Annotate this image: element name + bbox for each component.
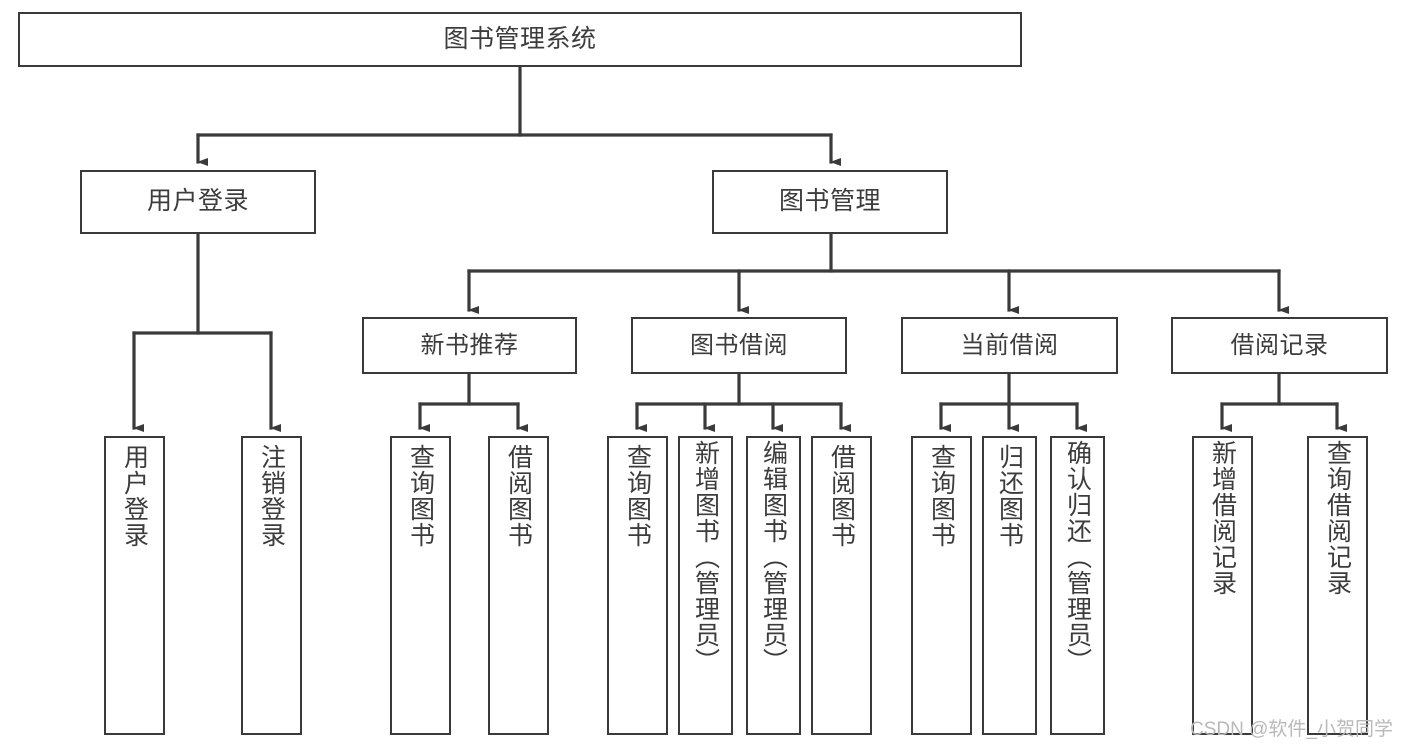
leaf-query-book-recommend[interactable]: 查询图书: [390, 436, 451, 735]
node-label: 图书管理系统: [443, 24, 597, 53]
node-book-management[interactable]: 图书管理: [712, 170, 948, 234]
node-current-borrow[interactable]: 当前借阅: [901, 317, 1118, 374]
leaf-query-book-current[interactable]: 查询图书: [911, 436, 972, 735]
node-label: 编辑图书（管理员）: [759, 440, 788, 674]
leaf-borrow-book-recommend[interactable]: 借阅图书: [488, 436, 549, 735]
leaf-query-book-borrow[interactable]: 查询图书: [607, 436, 668, 735]
leaf-add-borrow-record[interactable]: 新增借阅记录: [1192, 436, 1253, 735]
node-label: 借阅图书: [827, 444, 856, 548]
node-label: 新增借阅记录: [1208, 440, 1237, 596]
node-label: 注销登录: [257, 444, 286, 548]
node-book-borrow[interactable]: 图书借阅: [631, 317, 847, 374]
leaf-user-logout[interactable]: 注销登录: [241, 436, 302, 735]
node-label: 新书推荐: [420, 331, 519, 359]
leaf-edit-book-admin[interactable]: 编辑图书（管理员）: [746, 436, 801, 735]
node-label: 借阅记录: [1230, 331, 1329, 359]
leaf-confirm-return-admin[interactable]: 确认归还（管理员）: [1050, 436, 1105, 735]
csdn-watermark: CSDN @软件_小贺同学: [1190, 719, 1393, 740]
node-label: 查询图书: [927, 444, 956, 548]
node-label: 查询图书: [623, 444, 652, 548]
node-label: 查询借阅记录: [1323, 440, 1352, 596]
node-label: 借阅图书: [504, 444, 533, 548]
node-label: 归还图书: [995, 444, 1024, 548]
node-user-login[interactable]: 用户登录: [80, 170, 316, 234]
leaf-add-book-admin[interactable]: 新增图书（管理员）: [678, 436, 733, 735]
node-label: 图书借阅: [690, 331, 788, 359]
leaf-borrow-book[interactable]: 借阅图书: [811, 436, 872, 735]
node-borrow-record[interactable]: 借阅记录: [1171, 317, 1388, 374]
leaf-query-borrow-record[interactable]: 查询借阅记录: [1307, 436, 1368, 735]
node-label: 用户登录: [146, 187, 249, 216]
node-root-book-management-system[interactable]: 图书管理系统: [18, 12, 1022, 67]
node-label: 当前借阅: [960, 331, 1059, 359]
node-new-book-recommend[interactable]: 新书推荐: [362, 317, 577, 374]
node-label: 确认归还（管理员）: [1063, 440, 1092, 674]
node-label: 图书管理: [778, 187, 881, 216]
node-label: 用户登录: [120, 444, 149, 548]
node-label: 查询图书: [406, 444, 435, 548]
node-label: 新增图书（管理员）: [691, 440, 720, 674]
leaf-return-book[interactable]: 归还图书: [982, 436, 1037, 735]
leaf-user-login[interactable]: 用户登录: [104, 436, 165, 735]
